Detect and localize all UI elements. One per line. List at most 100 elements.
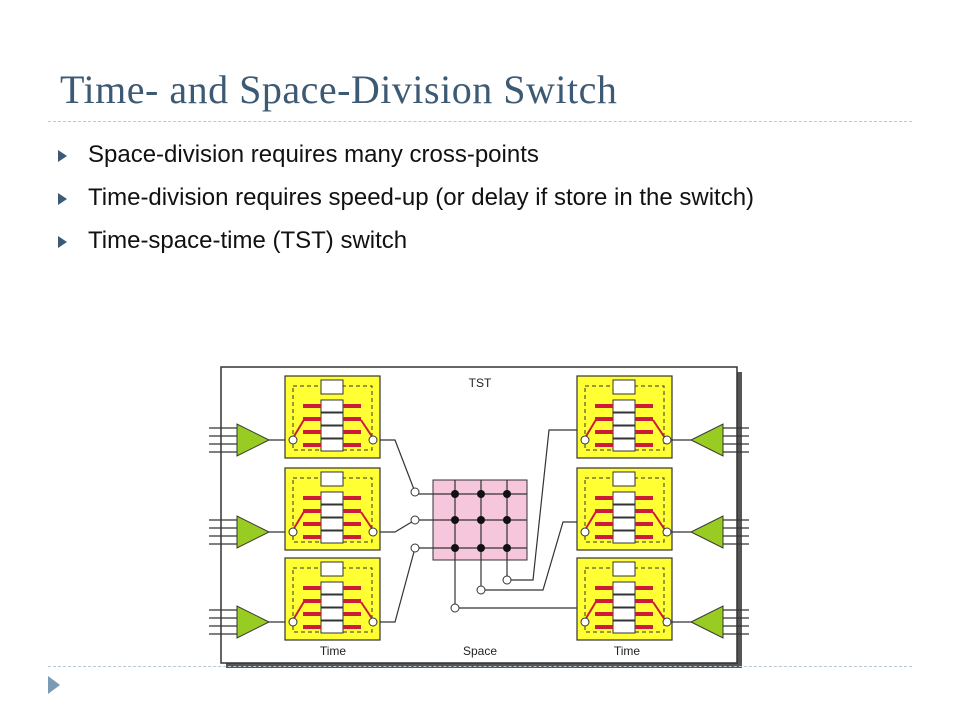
mux-column-left xyxy=(209,423,271,639)
crossbar-output-point xyxy=(502,575,512,585)
label-tst: TST xyxy=(469,376,492,390)
mux-triangle xyxy=(236,423,271,457)
tsi-selector-out xyxy=(360,511,374,531)
slide-title: Time- and Space-Division Switch xyxy=(60,67,618,112)
tsi-memory-slot xyxy=(612,620,636,634)
crosspoint-dot xyxy=(477,490,485,498)
crossbar-output-point xyxy=(450,603,460,613)
tsi-selector-in xyxy=(292,417,306,439)
tsi-memory-slot xyxy=(612,425,636,439)
tsi-memory-slot xyxy=(320,530,344,544)
tsi-slot-in xyxy=(595,625,613,629)
tsi-memory-slot xyxy=(320,517,344,531)
tsi-column-left xyxy=(284,375,381,641)
tsi-slot-out xyxy=(635,586,653,590)
crosspoint-dot xyxy=(503,490,511,498)
tsi-slot-out xyxy=(343,522,361,526)
tsi-slot-out xyxy=(343,496,361,500)
crosspoint-dot xyxy=(477,544,485,552)
crosspoints xyxy=(451,490,511,552)
tsi-input-point xyxy=(288,527,298,537)
tsi-slot-in xyxy=(303,599,321,603)
label-time-right: Time xyxy=(614,644,641,658)
tsi-slot-in xyxy=(595,535,613,539)
crosspoint-dot xyxy=(477,516,485,524)
tsi-slot-out xyxy=(635,443,653,447)
label-space: Space xyxy=(463,644,497,658)
bullet-text: Time-space-time (TST) switch xyxy=(88,227,408,254)
mux-triangle xyxy=(236,515,271,549)
bullet-text: Time-division requires speed-up (or dela… xyxy=(88,184,755,211)
tsi-control-box xyxy=(320,561,344,577)
footer-divider xyxy=(48,666,912,667)
tsi-slot-in xyxy=(303,430,321,434)
bullet-item: Time-space-time (TST) switch xyxy=(58,224,878,258)
crossbar-output-point xyxy=(476,585,486,595)
tsi-slot-out xyxy=(635,509,653,513)
bullet-list: Space-division requires many cross-point… xyxy=(58,138,878,267)
mux-triangle xyxy=(689,605,724,639)
tsi-selector-out xyxy=(360,419,374,439)
tsi-slot-in xyxy=(595,509,613,513)
tsi-memory-slot xyxy=(320,491,344,505)
tsi-slot-out xyxy=(635,612,653,616)
tsi-output-point xyxy=(662,527,672,537)
tsi-slot-in xyxy=(595,430,613,434)
tsi-slot-in xyxy=(595,612,613,616)
tsi-memory-slot xyxy=(612,438,636,452)
tsi-control-box xyxy=(612,379,636,395)
tsi-selector-in xyxy=(584,417,598,439)
tsi-slot-out xyxy=(635,599,653,603)
label-time-left: Time xyxy=(320,644,347,658)
crossbar-input-point xyxy=(410,487,420,497)
tsi-slot-out xyxy=(635,625,653,629)
mux-triangle xyxy=(689,423,724,457)
bullet-triangle-icon xyxy=(58,193,67,205)
tsi-slot-out xyxy=(635,430,653,434)
crossbar-input-point xyxy=(410,515,420,525)
crosspoint-dot xyxy=(451,544,459,552)
tsi-selector-out xyxy=(360,601,374,621)
tsi-slot-out xyxy=(635,404,653,408)
tsi-selector-in xyxy=(292,599,306,621)
crossbar-input-point xyxy=(410,543,420,553)
tsi-selector-in xyxy=(292,509,306,531)
tsi-slot-in xyxy=(303,522,321,526)
tsi-memory-slot xyxy=(612,581,636,595)
tsi-slot-out xyxy=(635,535,653,539)
tsi-slot-in xyxy=(303,509,321,513)
tsi-slot-out xyxy=(343,535,361,539)
tsi-selector-out xyxy=(652,419,666,439)
tsi-output-point xyxy=(662,435,672,445)
tst-switch-diagram: TST Time Space Time xyxy=(209,366,749,668)
tsi-slot-out xyxy=(343,443,361,447)
tsi-memory-slot xyxy=(320,425,344,439)
tsi-selector-out xyxy=(652,601,666,621)
tsi-slot-in xyxy=(595,496,613,500)
tsi-selector-in xyxy=(584,599,598,621)
crosspoint-dot xyxy=(451,516,459,524)
tsi-slot-out xyxy=(343,509,361,513)
tsi-memory-slot xyxy=(320,504,344,518)
tsi-memory-slot xyxy=(612,491,636,505)
tsi-slot-in xyxy=(595,599,613,603)
tsi-slot-in xyxy=(303,417,321,421)
tsi-input-point xyxy=(580,435,590,445)
tsi-slot-in xyxy=(303,612,321,616)
tsi-output-point xyxy=(662,617,672,627)
tsi-slot-in xyxy=(303,443,321,447)
tsi-memory-slot xyxy=(612,399,636,413)
tsi-memory-slot xyxy=(320,607,344,621)
wire-crossbar-to-tsi-middle xyxy=(485,521,581,591)
tsi-memory-slot xyxy=(320,581,344,595)
tsi-input-point xyxy=(580,617,590,627)
tsi-output-point xyxy=(368,527,378,537)
tsi-memory-slot xyxy=(320,438,344,452)
crosspoint-dot xyxy=(503,544,511,552)
tsi-slot-in xyxy=(303,496,321,500)
tsi-memory-slot xyxy=(320,399,344,413)
mux-triangle xyxy=(236,605,271,639)
tsi-slot-in xyxy=(303,586,321,590)
bullet-triangle-icon xyxy=(58,236,67,248)
tsi-memory-slot xyxy=(612,504,636,518)
